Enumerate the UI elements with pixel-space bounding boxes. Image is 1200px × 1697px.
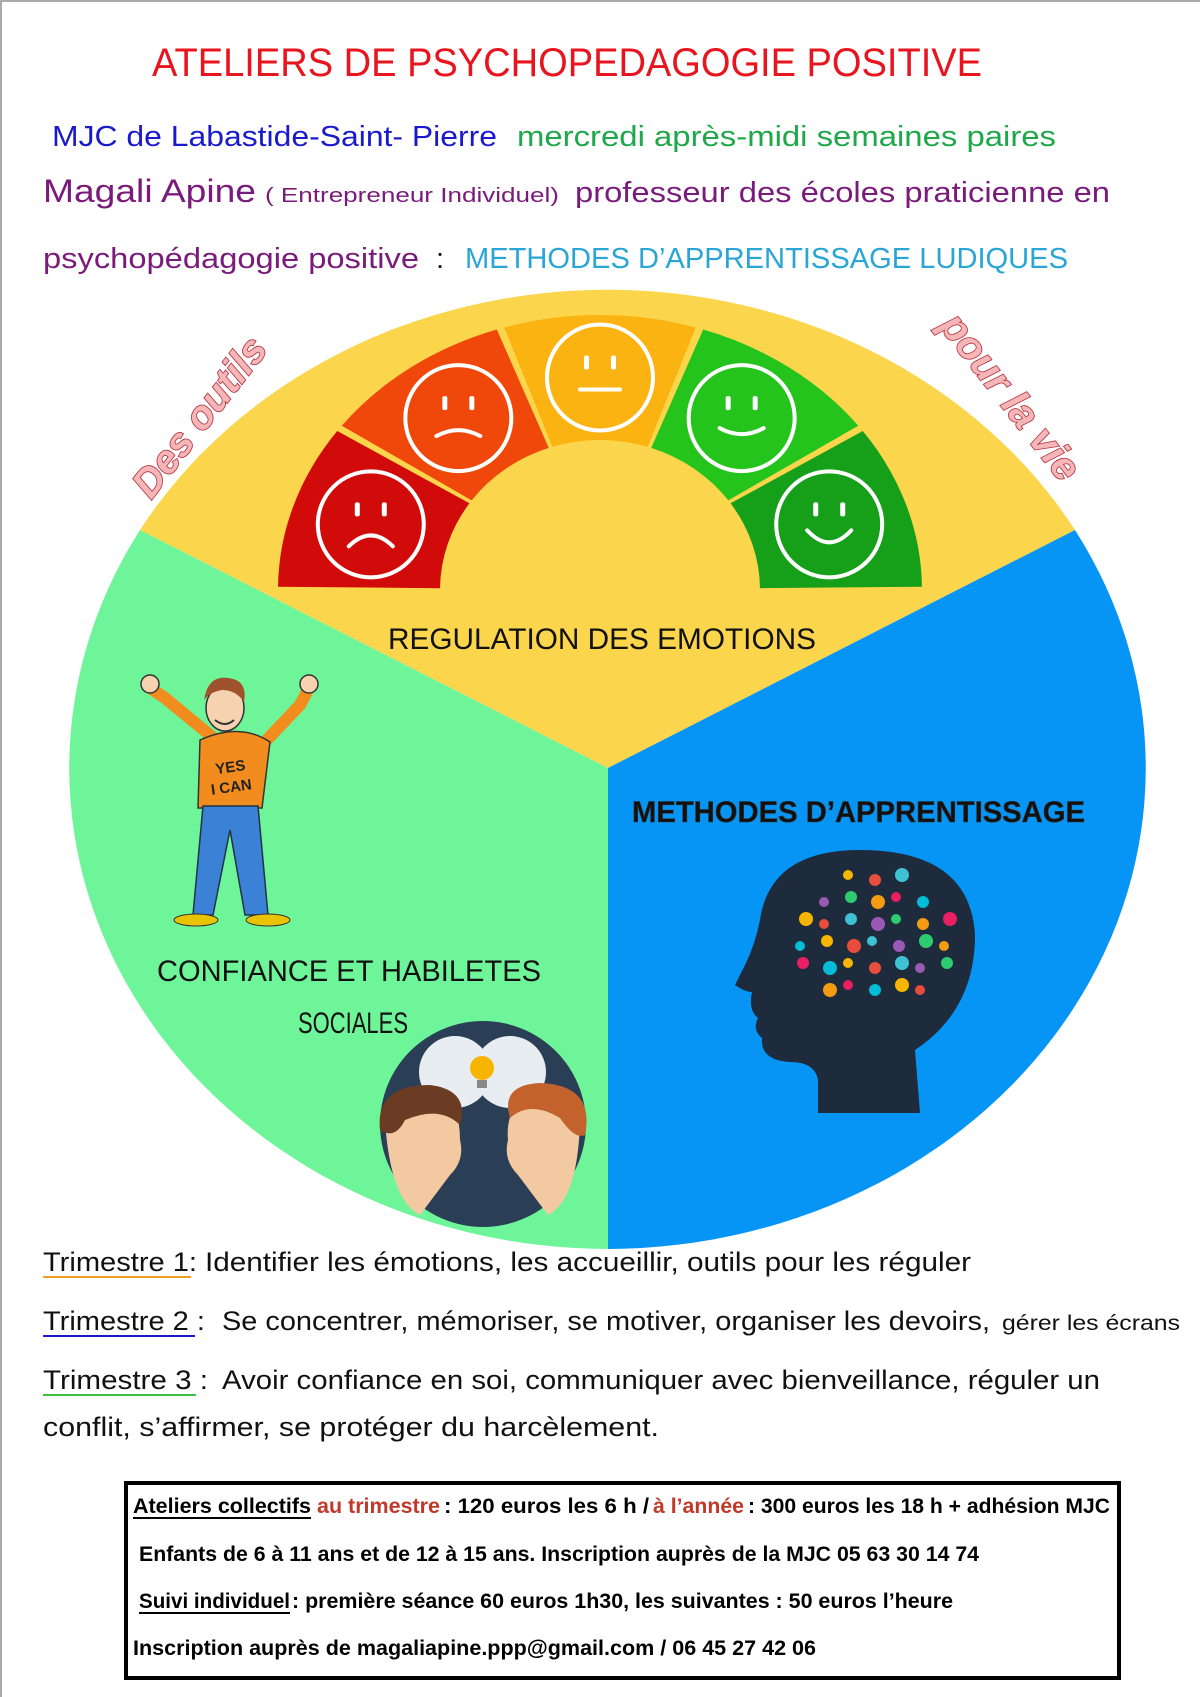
brain-doodle-icon xyxy=(917,918,929,930)
individual-price: : première séance 60 euros 1h30, les sui… xyxy=(292,1590,953,1613)
brain-doodle-icon xyxy=(895,868,909,882)
brain-doodle-icon xyxy=(845,913,857,925)
per-year-label: à l’année xyxy=(653,1495,744,1518)
schedule: mercredi après-midi semaines paires xyxy=(517,121,1056,153)
location: MJC de Labastide-Saint- Pierre xyxy=(52,121,497,153)
trimestre-1-text: Identifier les émotions, les accueillir,… xyxy=(205,1247,971,1277)
brain-doodle-icon xyxy=(893,940,905,952)
brain-doodle-icon xyxy=(821,935,833,947)
ages-registration: Enfants de 6 à 11 ans et de 12 à 15 ans.… xyxy=(139,1543,979,1566)
face-neutral-icon xyxy=(545,322,655,433)
brain-doodle-icon xyxy=(891,914,901,924)
brain-doodle-icon xyxy=(917,896,929,908)
brain-doodle-icon xyxy=(895,978,909,992)
section-title-emotions: REGULATION DES EMOTIONS xyxy=(388,623,816,656)
face-sad-icon xyxy=(403,363,514,474)
brain-doodle-icon xyxy=(847,939,861,953)
brain-doodle-icon xyxy=(843,980,853,990)
brain-doodle-icon xyxy=(919,934,933,948)
gauge-segment-sad xyxy=(341,329,549,501)
brain-doodle-icon xyxy=(845,891,857,903)
per-term-label: au trimestre xyxy=(317,1495,440,1518)
brain-doodle-icon xyxy=(869,962,881,974)
individual-label: Suivi individuel xyxy=(139,1590,290,1613)
per-term-price: : 120 euros les 6 h / xyxy=(444,1495,649,1518)
lightbulb-icon xyxy=(470,1056,494,1080)
brain-doodle-icon xyxy=(799,912,813,926)
conversation-faces-illustration xyxy=(379,1021,587,1227)
trimestre-3-label: Trimestre 3 : xyxy=(43,1365,208,1395)
brain-doodle-icon xyxy=(941,957,953,969)
face-very-happy-icon xyxy=(774,469,885,580)
brain-doodle-icon xyxy=(891,892,901,902)
brain-doodle-icon xyxy=(823,983,837,997)
brain-doodle-icon xyxy=(823,961,837,975)
section-title-methods: METHODES D’APPRENTISSAGE xyxy=(632,796,1085,829)
brain-doodle-icon xyxy=(939,941,949,951)
brain-doodle-icon xyxy=(867,936,877,946)
per-year-price: : 300 euros les 18 h + adhésion MJC xyxy=(748,1495,1110,1518)
brain-doodle-icon xyxy=(895,956,909,970)
contact-line: Inscription auprès de magaliapine.ppp@gm… xyxy=(133,1637,816,1660)
brain-doodle-icon xyxy=(871,895,885,909)
gauge-segment-happy xyxy=(651,329,859,501)
teacher-name: Magali Apine xyxy=(43,173,256,209)
brain-doodle-icon xyxy=(843,958,853,968)
trimestre-3-text-cont: conflit, s’affirmer, se protéger du harc… xyxy=(43,1412,659,1442)
brain-doodle-icon xyxy=(869,874,881,886)
brain-doodle-icon xyxy=(915,985,925,995)
brain-doodle-icon xyxy=(871,917,885,931)
trimestre-2-extra: gérer les écrans xyxy=(1002,1312,1180,1335)
trimestre-1-label: Trimestre 1: xyxy=(43,1247,197,1277)
face-happy-icon xyxy=(686,363,797,474)
trimestre-2-label: Trimestre 2 : xyxy=(43,1306,205,1336)
info-box: Ateliers collectifs au trimestre : 120 e… xyxy=(124,1481,1121,1680)
brain-doodle-icon xyxy=(843,870,853,880)
brain-doodle-icon xyxy=(819,919,829,929)
brain-head-illustration xyxy=(735,850,975,1113)
trimestre-3-text: Avoir confiance en soi, communiquer avec… xyxy=(222,1365,1100,1395)
gauge-segment-neutral xyxy=(504,314,696,447)
shirt-text-2: I CAN xyxy=(210,776,253,799)
teacher-status: ( Entrepreneur Individuel) xyxy=(265,185,559,207)
section-title-confidence-2: SOCIALES xyxy=(298,1007,408,1040)
tagline: METHODES D’APPRENTISSAGE LUDIQUES xyxy=(465,243,1068,275)
section-title-confidence-1: CONFIANCE ET HABILETES xyxy=(157,955,541,988)
emotion-gauge xyxy=(278,314,922,589)
shirt-text-1: YES xyxy=(214,757,246,778)
teacher-role-1: professeur des écoles praticienne en xyxy=(575,177,1110,209)
colon: : xyxy=(436,243,444,275)
trimestre-2-text: Se concentrer, mémoriser, se motiver, or… xyxy=(222,1306,990,1336)
teacher-role-2: psychopédagogie positive xyxy=(43,243,419,275)
brain-doodle-icon xyxy=(797,957,809,969)
brain-doodle-icon xyxy=(869,984,881,996)
brain-doodle-icon xyxy=(795,941,805,951)
yes-i-can-boy-illustration: YES I CAN xyxy=(140,674,319,927)
brain-doodle-icon xyxy=(819,897,829,907)
trimestre-list: Trimestre 1: Identifier les émotions, le… xyxy=(43,1247,1180,1442)
face-very-sad-icon xyxy=(315,469,426,580)
collective-label: Ateliers collectifs xyxy=(133,1495,311,1518)
brain-doodle-icon xyxy=(943,912,957,926)
brain-doodle-icon xyxy=(915,963,925,973)
page-title: ATELIERS DE PSYCHOPEDAGOGIE POSITIVE xyxy=(152,41,982,85)
